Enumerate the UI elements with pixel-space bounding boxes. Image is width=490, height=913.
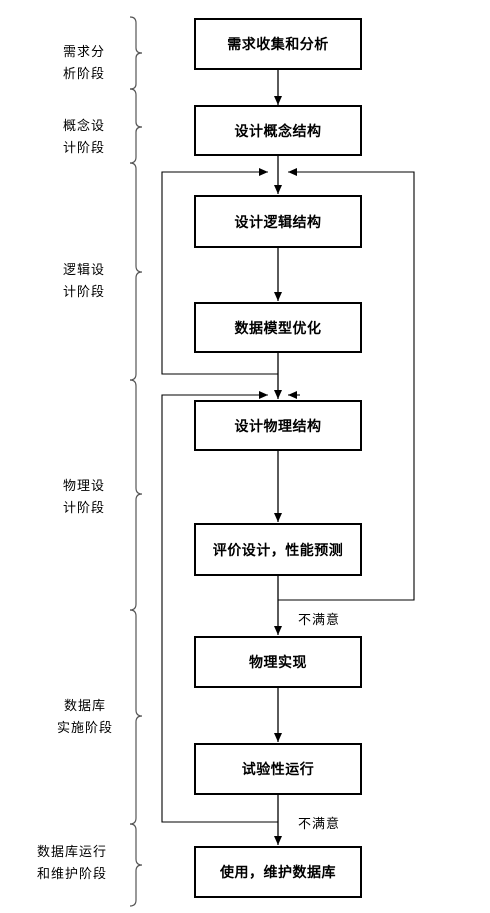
stage-label-conceptual: 概念设 计阶段 (62, 119, 105, 156)
loop-physical-right (288, 374, 414, 395)
brace-operation (129, 823, 143, 907)
step-implement: 物理实现 (194, 636, 362, 688)
brace-physical (129, 379, 143, 611)
step-operate: 使用，维护数据库 (194, 846, 362, 898)
brace-implementation (129, 609, 143, 825)
stage-label-implementation: 数据库 实施阶段 (56, 699, 113, 736)
stage-label-physical: 物理设 计阶段 (62, 479, 105, 516)
stage-label-requirements: 需求分 析阶段 (62, 45, 105, 82)
loop-evaluate-right (278, 168, 415, 601)
step-evaluate: 评价设计，性能预测 (194, 523, 362, 576)
step-requirements: 需求收集和分析 (194, 18, 362, 70)
brace-logical (129, 162, 143, 381)
stage-label-operation: 数据库运行 和维护阶段 (36, 845, 107, 882)
step-logical: 设计逻辑结构 (194, 195, 362, 248)
loop-right-to-physical (288, 380, 414, 395)
note-unsatisfied-trial: 不满意 (298, 817, 341, 832)
step-physical: 设计物理结构 (194, 400, 362, 451)
step-trial: 试验性运行 (194, 743, 362, 795)
loop-trial-left (161, 391, 278, 823)
step-optimize: 数据模型优化 (194, 302, 362, 353)
stage-label-logical: 逻辑设 计阶段 (62, 263, 105, 300)
brace-requirements (129, 16, 143, 90)
note-unsatisfied-evaluate: 不满意 (298, 613, 341, 628)
loop-logical-left (161, 168, 278, 375)
step-conceptual: 设计概念结构 (194, 105, 362, 156)
brace-conceptual (129, 88, 143, 164)
